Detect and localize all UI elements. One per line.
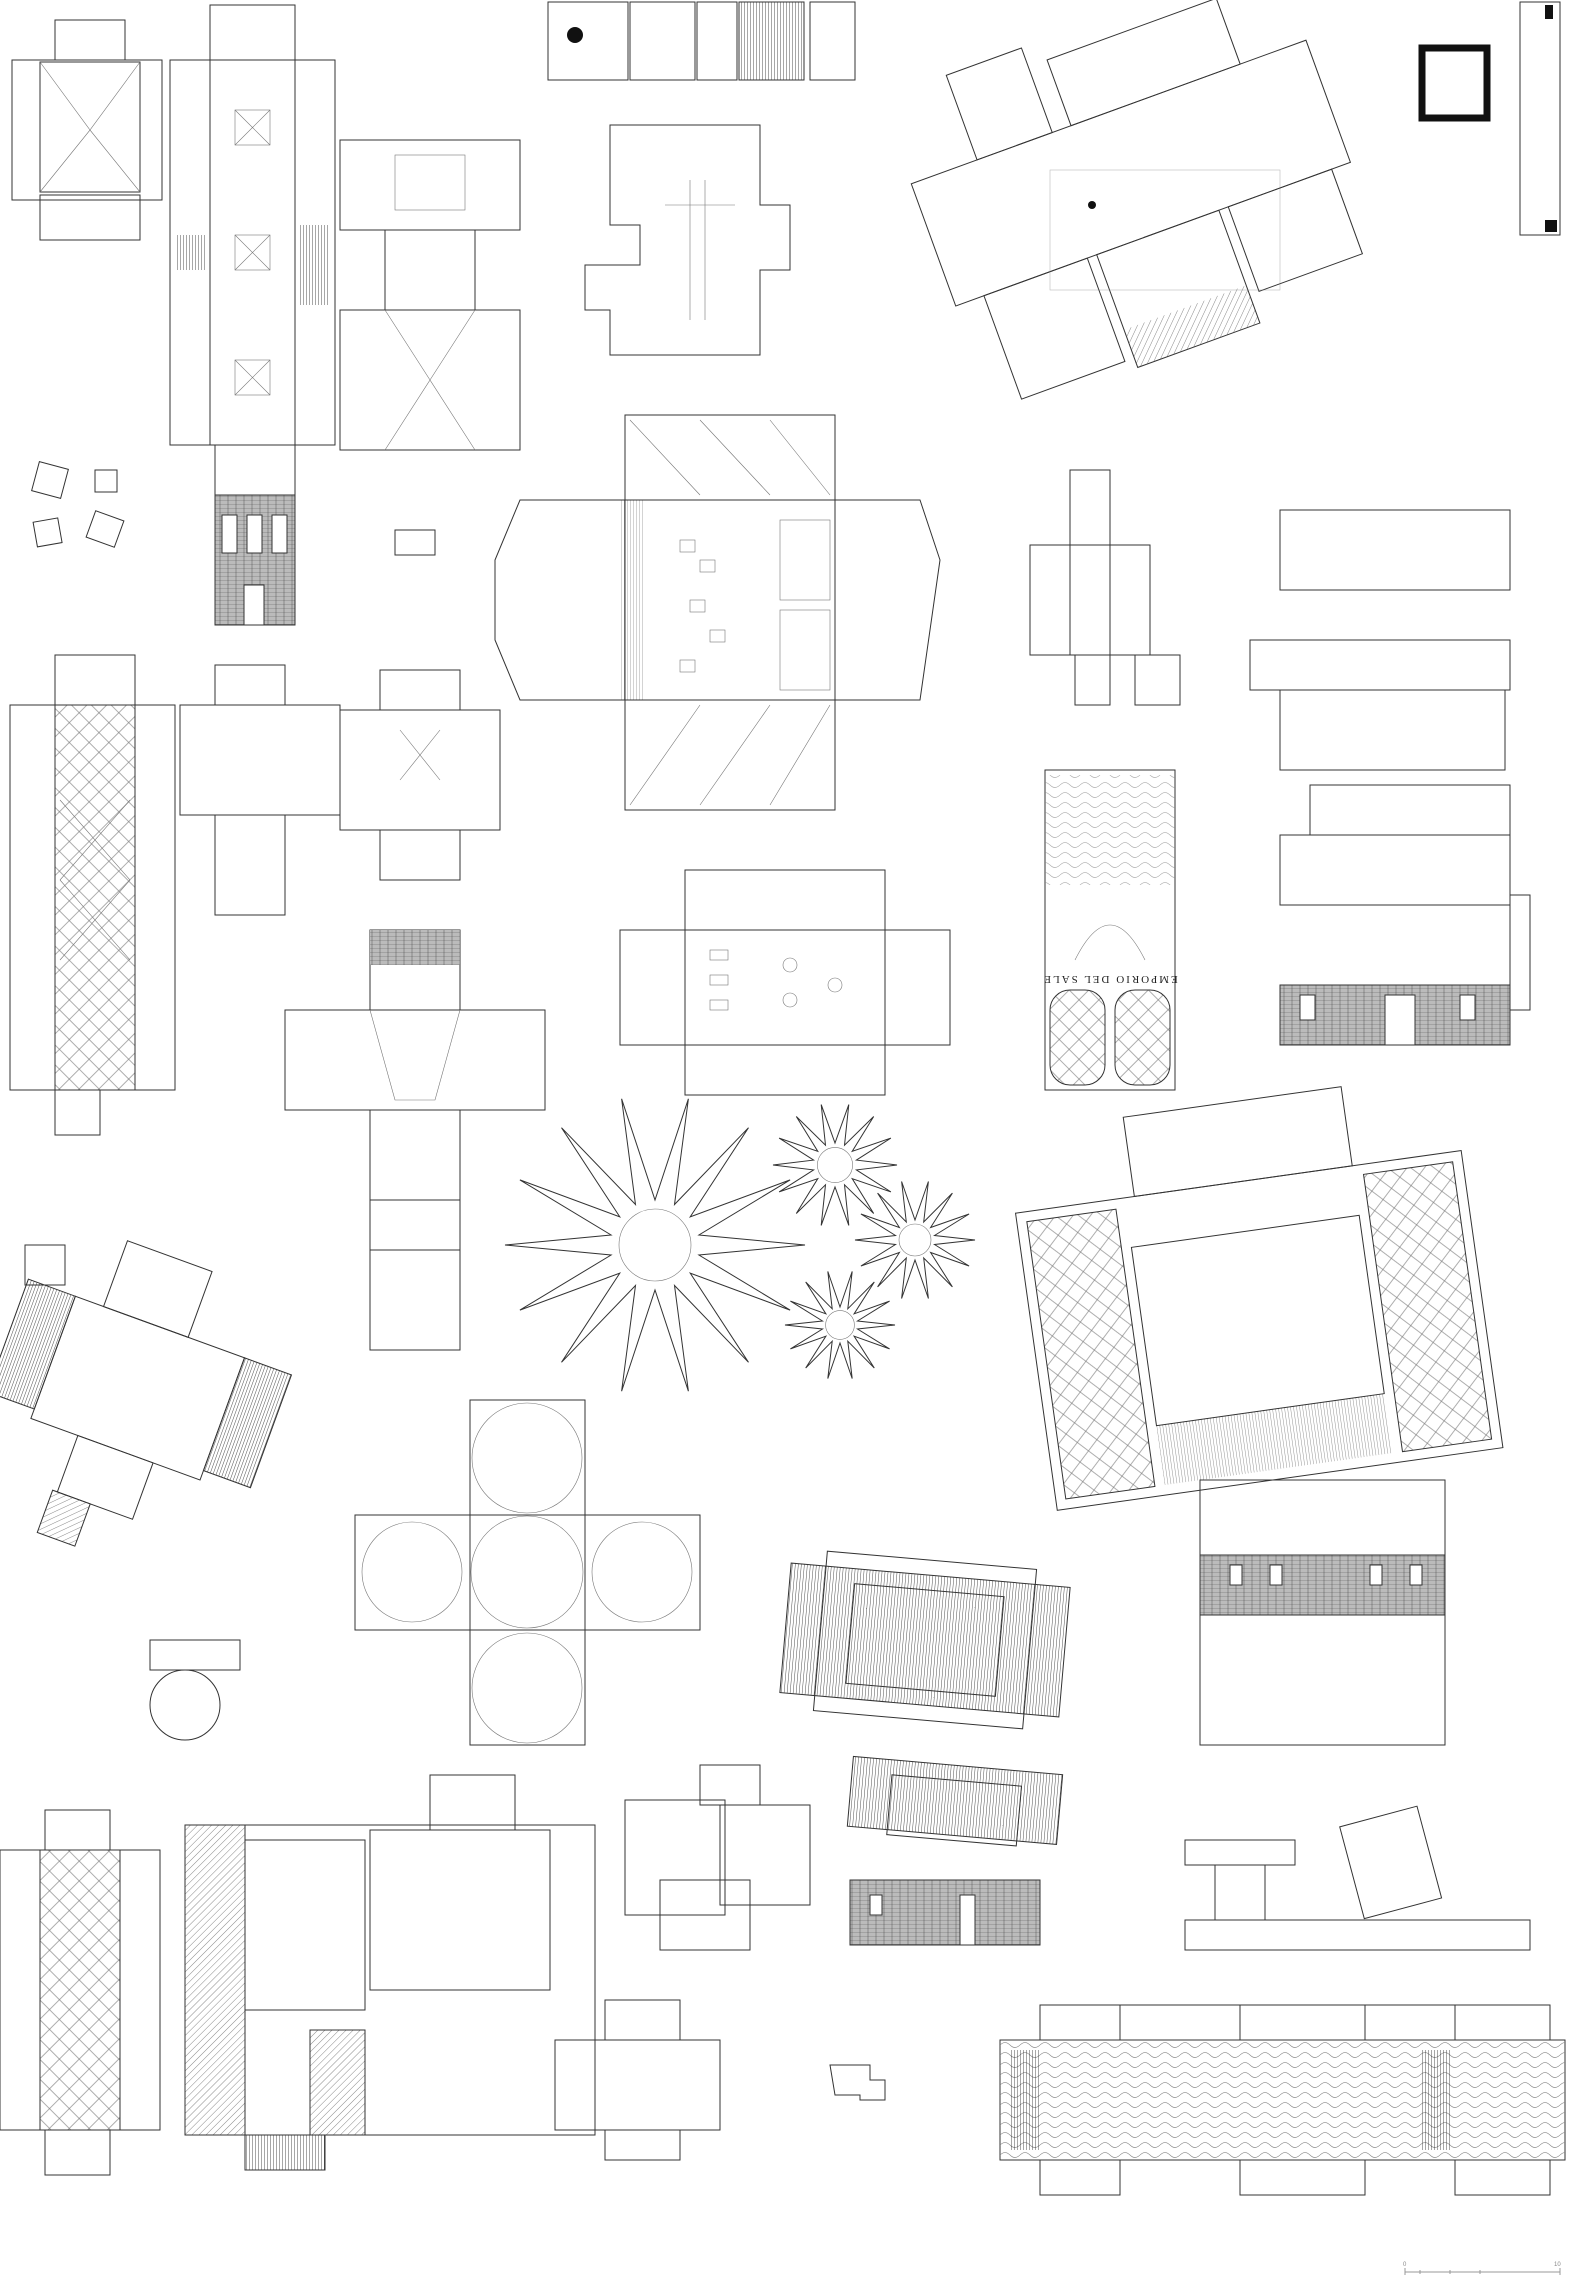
central-building-plan — [494, 414, 941, 811]
star-vault — [504, 1098, 806, 1392]
gallery-plan-group — [0, 1774, 886, 2176]
courtyard-building-plan — [1014, 1086, 1504, 1746]
hatched-pavilion-plan — [779, 1550, 1071, 1946]
chapel-unfolded-plan — [339, 139, 521, 451]
unfolded-room-plan-1 — [11, 19, 163, 241]
circular-vault-plan — [354, 1399, 701, 1746]
scale-start-label: 0 — [1403, 2262, 1407, 2268]
emporio-poster: EMPORIO DEL SALE — [1042, 769, 1178, 1091]
cross-vault-plan — [284, 929, 546, 1351]
folded-room-plan — [624, 1764, 811, 1951]
star-vault — [854, 1181, 976, 1299]
scale-bar: 0 10 — [1403, 2262, 1561, 2275]
exhibition-room-plan — [619, 869, 951, 1096]
star-vault-center — [618, 1208, 692, 1282]
star-vault — [784, 1271, 896, 1379]
frame-detail — [1418, 1, 1561, 236]
bridge-elevation-plan — [1184, 1805, 1531, 1951]
cross-shaped-plan — [1029, 469, 1181, 706]
poster-caption: EMPORIO DEL SALE — [1042, 973, 1177, 985]
star-vault-drawings — [504, 1098, 976, 1392]
panel-strip — [547, 1, 856, 81]
corridor-strips-plan — [1249, 509, 1531, 1046]
small-fragments — [31, 461, 436, 556]
star-vault — [772, 1104, 898, 1226]
scale-end-label: 10 — [1554, 2262, 1561, 2268]
star-vault-center — [898, 1223, 932, 1257]
star-vault-center — [825, 1310, 855, 1340]
nave-plan — [169, 4, 336, 626]
round-tower-plan — [149, 1639, 241, 1741]
simple-plan-outline — [584, 124, 791, 356]
long-hall-plan — [9, 654, 501, 1136]
rotated-roof-plan — [0, 1240, 293, 1547]
star-vault-center — [817, 1147, 853, 1183]
long-gallery-plan — [999, 2004, 1566, 2196]
exploded-boxes-plan — [910, 0, 1364, 400]
